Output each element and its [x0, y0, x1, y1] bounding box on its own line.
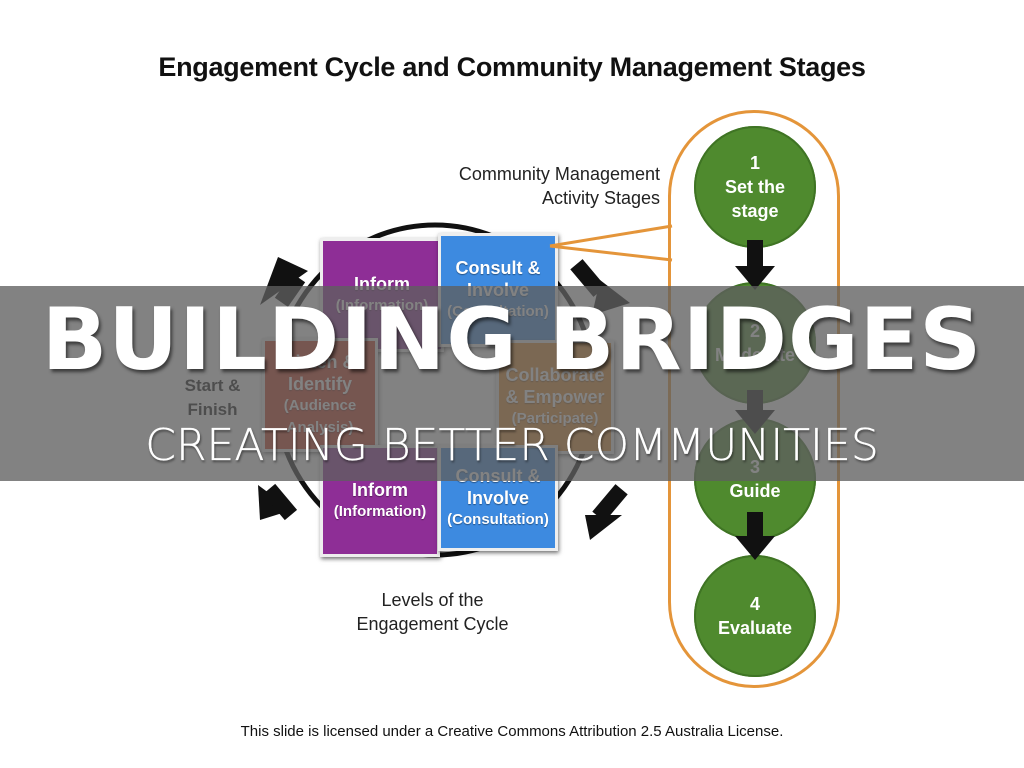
banner-subtitle: CREATING BETTER COMMUNITIES: [145, 420, 879, 471]
caption-line: Levels of the: [381, 590, 484, 610]
box-subtitle: (Information): [333, 503, 427, 520]
slide-title: Engagement Cycle and Community Managemen…: [158, 52, 866, 82]
arrow-down-icon: [735, 240, 775, 290]
caption-engagement-levels: Levels of the Engagement Cycle: [320, 588, 545, 636]
stage-label: Evaluate: [717, 618, 793, 638]
stage-label: Guide: [729, 481, 781, 501]
stage-circle-4: 4 Evaluate: [694, 555, 816, 677]
banner-title: BUILDING BRIDGES: [41, 290, 983, 390]
caption-line: Activity Stages: [541, 188, 660, 208]
box-title: Inform: [352, 480, 408, 500]
callout-lines: [549, 224, 673, 262]
caption-line: Engagement Cycle: [356, 614, 509, 634]
license-footer: This slide is licensed under a Creative …: [240, 723, 784, 740]
arrow-icon-bottom-left: [258, 483, 298, 521]
stage-label: Set the stage: [724, 177, 785, 221]
box-subtitle: (Consultation): [447, 511, 549, 528]
stage-circle-1: 1 Set the stage: [694, 126, 816, 248]
arrow-icon-bottom-right: [585, 484, 628, 540]
stage-number: 4: [749, 594, 760, 614]
arrow-down-icon: [735, 512, 775, 560]
stage-number: 1: [749, 153, 760, 173]
caption-activity-stages: Community Management Activity Stages: [400, 162, 660, 210]
title-banner: [0, 286, 1024, 481]
caption-line: Community Management: [458, 164, 660, 184]
